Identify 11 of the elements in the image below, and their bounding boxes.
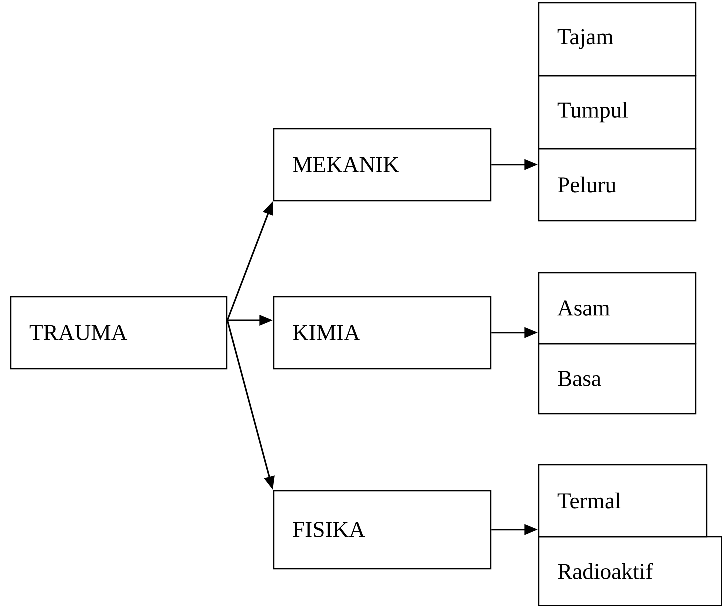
item-cell: Termal (538, 464, 708, 538)
category-box: TRAUMA (10, 296, 228, 370)
category-box: KIMIA (273, 296, 492, 370)
item-cell: Peluru (538, 148, 697, 222)
item-cell: Tumpul (538, 75, 697, 150)
item-cell: Radioaktif (538, 536, 722, 606)
item-cell: Asam (538, 272, 697, 345)
category-box: FISIKA (273, 490, 492, 570)
category-box: MEKANIK (273, 128, 492, 202)
item-cell: Tajam (538, 2, 697, 77)
item-cell: Basa (538, 343, 697, 415)
